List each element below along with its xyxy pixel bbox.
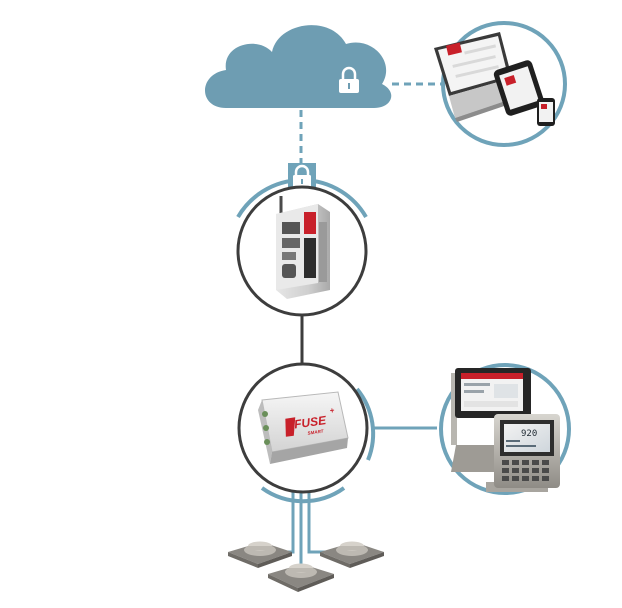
weight-readout: 920	[521, 429, 537, 439]
load-cell	[320, 541, 384, 568]
fuse-accent-arc	[355, 387, 376, 461]
fuse-bottom-arc	[260, 486, 346, 504]
cloud-node	[205, 25, 392, 109]
touchscreen-indicator	[451, 368, 531, 445]
keypad	[502, 460, 549, 481]
gateway-controller-device	[276, 196, 330, 299]
load-cells	[228, 541, 384, 592]
digital-weight-indicator: 920	[451, 414, 560, 492]
indicators-node: 920	[439, 363, 571, 495]
fuse-brand-label: FUSE	[293, 413, 328, 431]
load-cell	[228, 541, 292, 568]
fuse-plus-label: +	[329, 406, 335, 416]
tablet	[493, 60, 545, 116]
remote-devices-node	[434, 21, 567, 147]
smartphone	[537, 98, 555, 126]
fuse-node: FUSE + SMART	[237, 362, 376, 504]
load-cell	[268, 563, 334, 592]
padlock-icon	[339, 66, 359, 93]
connectors	[274, 82, 443, 566]
gateway-node	[236, 163, 368, 317]
cloud-icon	[205, 25, 392, 109]
fuse-junction-box: FUSE + SMART	[258, 391, 349, 464]
fuse-small-label: SMART	[307, 428, 325, 435]
